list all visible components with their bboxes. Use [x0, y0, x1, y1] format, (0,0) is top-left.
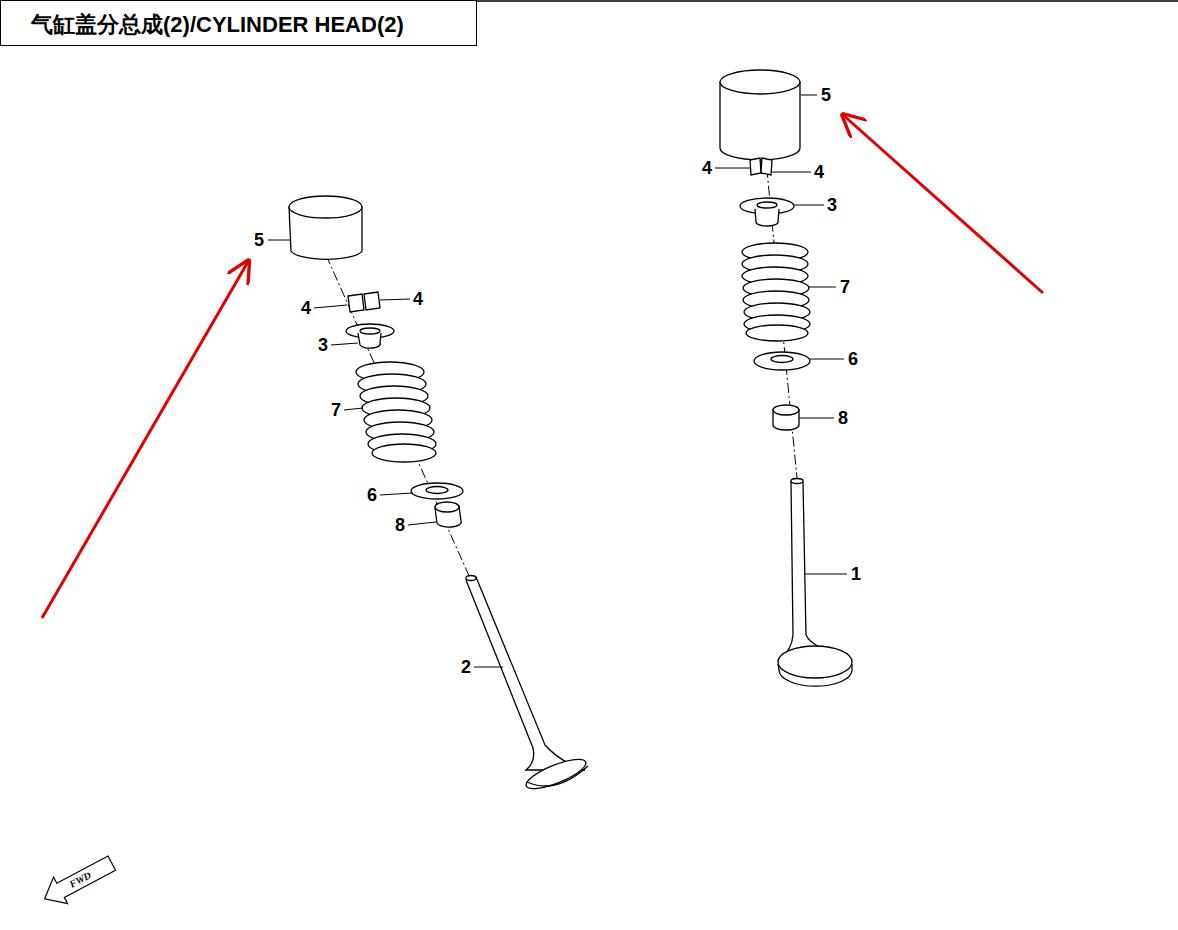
callout-number: 2 — [461, 658, 471, 676]
callout-number: 4 — [702, 159, 712, 177]
callout-number: 4 — [301, 299, 311, 317]
callout-number: 3 — [318, 336, 328, 354]
diagram-title: 气缸盖分总成(2)/CYLINDER HEAD(2) — [31, 10, 404, 40]
callout-number: 8 — [838, 409, 848, 427]
callout-number: 6 — [848, 350, 858, 368]
callout-number: 8 — [395, 516, 405, 534]
callout-number: 4 — [413, 290, 423, 308]
callout-number: 7 — [840, 278, 850, 296]
callout-number: 1 — [851, 565, 861, 583]
callout-number: 5 — [821, 86, 831, 104]
callout-number: 4 — [814, 163, 824, 181]
callout-number: 7 — [331, 401, 341, 419]
title-box: 气缸盖分总成(2)/CYLINDER HEAD(2) — [0, 0, 477, 46]
callout-number: 3 — [827, 196, 837, 214]
callout-number: 6 — [367, 486, 377, 504]
callout-number: 5 — [254, 231, 264, 249]
